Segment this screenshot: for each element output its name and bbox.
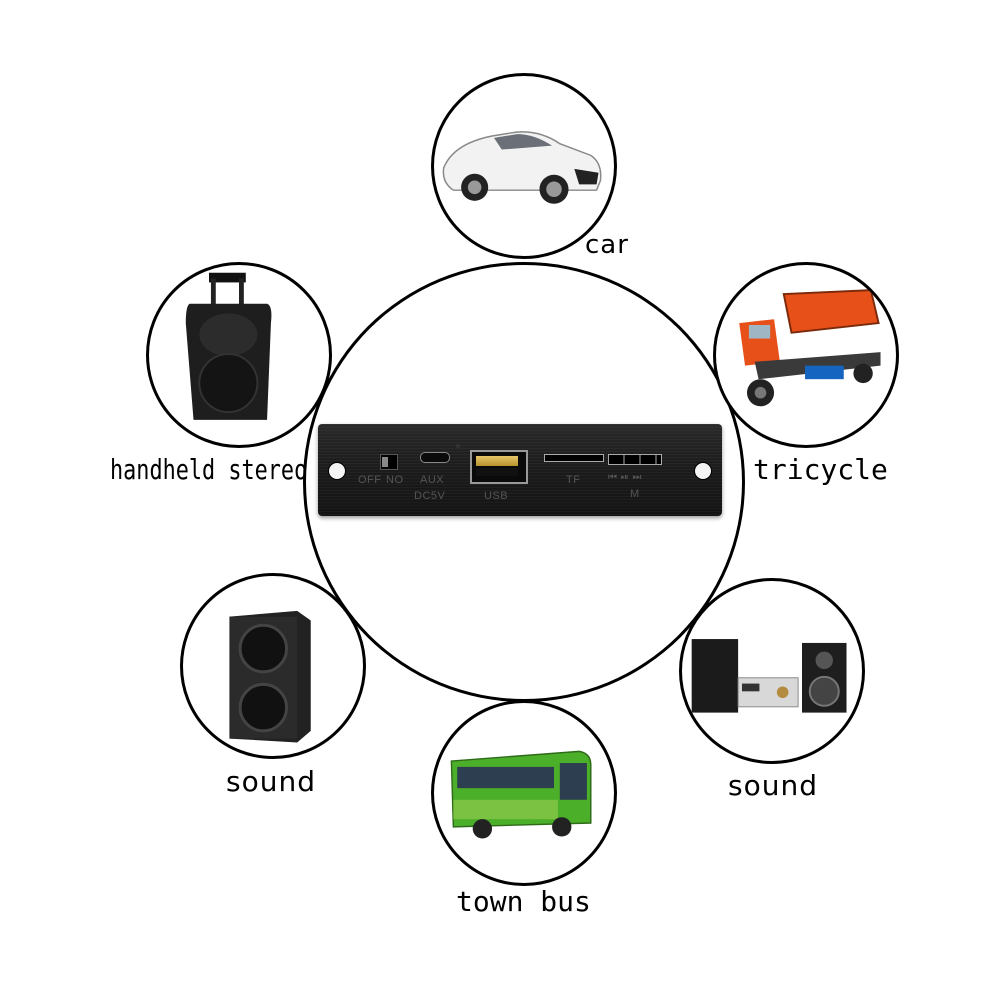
- car-image: [442, 131, 602, 204]
- mode-label: M: [630, 488, 640, 500]
- indicator-led: [456, 444, 460, 448]
- car-label: car: [585, 230, 629, 260]
- audio-module-faceplate: OFF NO AUX DC5V USB TF ⏮ ⏯ ⏭ M: [318, 424, 722, 516]
- subwoofer-image: [229, 610, 311, 743]
- tf-card-slot: [544, 454, 604, 462]
- car-circle: [431, 73, 617, 259]
- tricycle-image: [739, 289, 881, 407]
- town-bus-circle: [431, 700, 617, 886]
- handheld-stereo-label: handheld stereo: [110, 453, 308, 486]
- aux-label: AUX: [420, 474, 445, 486]
- control-key-strip: [608, 454, 662, 465]
- town-bus-label: town bus: [456, 885, 591, 918]
- type-c-port: [420, 452, 450, 463]
- sound-left-label: sound: [226, 765, 316, 798]
- usb-port: [470, 450, 528, 484]
- sound-right-label: sound: [728, 769, 818, 802]
- handheld-stereo-circle: [146, 262, 332, 448]
- sound-right-circle: [679, 578, 865, 764]
- hifi-system-image: [691, 639, 847, 713]
- tf-label: TF: [566, 474, 581, 486]
- sound-left-circle: [180, 573, 366, 759]
- mount-hole-right: [694, 462, 712, 480]
- control-keys-label: ⏮ ⏯ ⏭: [608, 472, 643, 483]
- tricycle-circle: [713, 262, 899, 448]
- power-switch: [380, 454, 398, 470]
- dc5v-label: DC5V: [414, 490, 446, 502]
- bus-image: [450, 750, 592, 839]
- trolley-speaker-image: [185, 272, 272, 420]
- tricycle-label: tricycle: [753, 453, 888, 486]
- switch-off-label: OFF: [358, 474, 382, 486]
- switch-on-label: NO: [386, 474, 404, 486]
- usb-label: USB: [484, 490, 509, 502]
- mount-hole-left: [328, 462, 346, 480]
